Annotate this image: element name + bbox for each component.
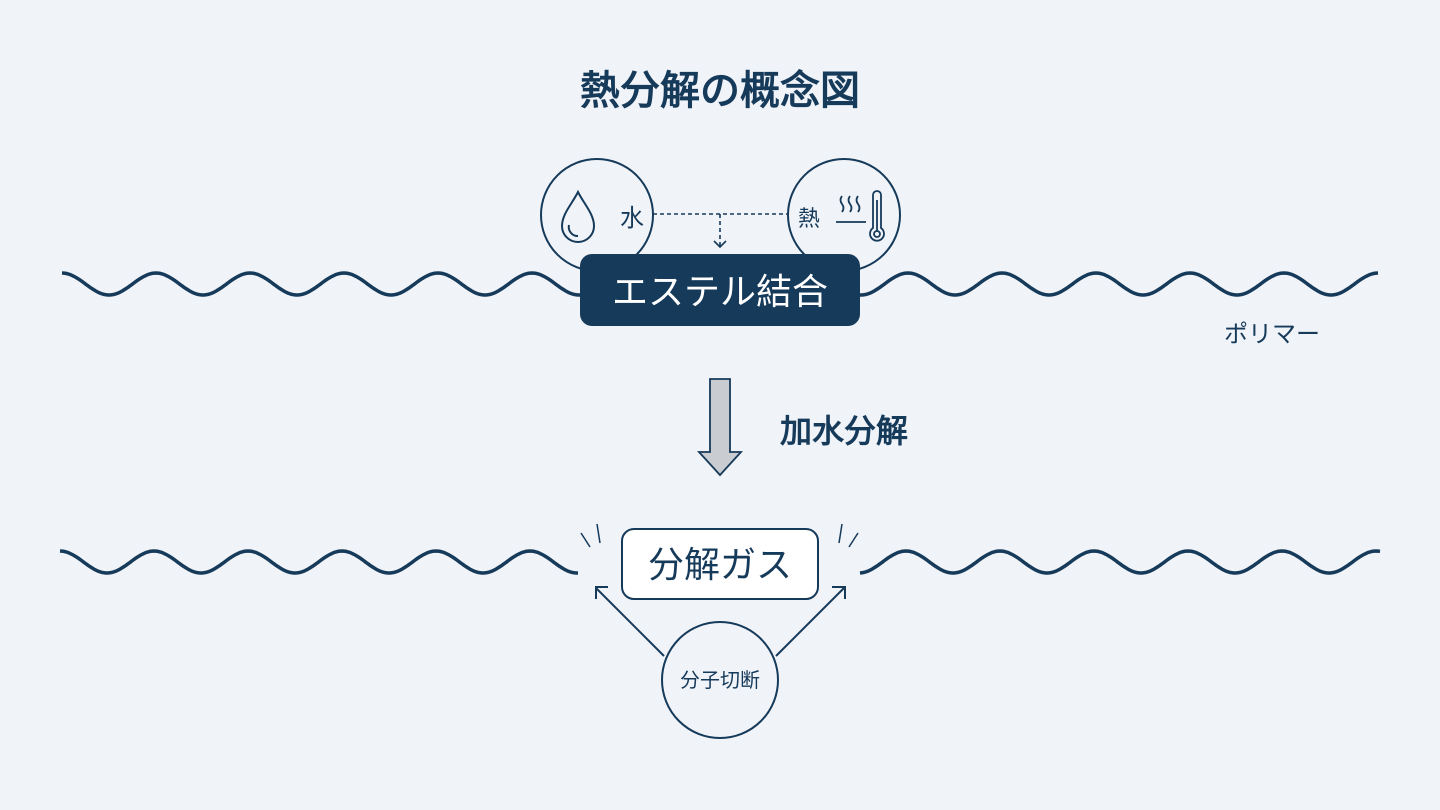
polymer-chain-top-left (61, 271, 583, 297)
polymer-chain-top-right (857, 271, 1379, 297)
diagram-title: 熱分解の概念図 (580, 68, 860, 114)
polymer-chain-bottom-right (859, 549, 1381, 575)
water-drop-icon (560, 189, 596, 243)
break-burst-lines (580, 523, 859, 548)
thermometer-heat-icon (836, 190, 885, 242)
chevron-down-icon (713, 240, 727, 249)
cleavage-label: 分子切断 (680, 668, 760, 692)
cleavage-arrows (595, 586, 846, 657)
polymer-chain-bottom-left (59, 549, 578, 575)
ester-bond-label: エステル結合 (612, 272, 828, 313)
ester-bond-box (580, 254, 860, 326)
gas-box (621, 528, 819, 600)
cleavage-circle (661, 621, 779, 739)
water-input: 水 (540, 158, 654, 272)
heat-input: 熱 (787, 158, 901, 272)
process-label: 加水分解 (780, 412, 908, 450)
gas-label: 分解ガス (648, 545, 792, 586)
dotted-connector (653, 213, 788, 246)
water-label: 水 (620, 204, 644, 232)
process-arrow (696, 378, 744, 477)
heat-label: 熱 (798, 207, 820, 232)
polymer-label: ポリマー (1224, 320, 1320, 348)
